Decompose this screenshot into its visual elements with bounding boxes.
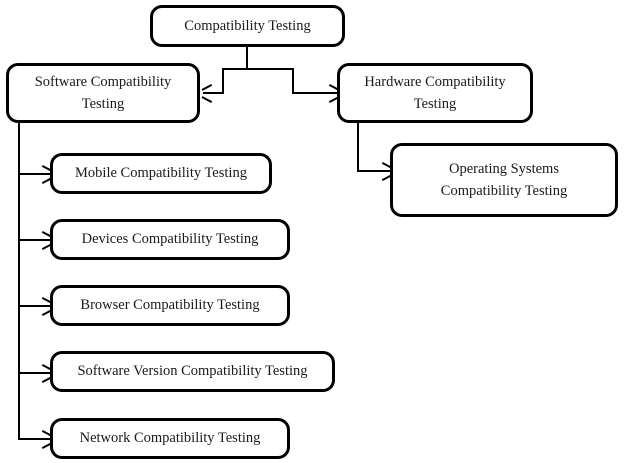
- connector-software-to-devices: [18, 239, 50, 241]
- node-hardware-compatibility-testing[interactable]: Hardware Compatibility Testing: [337, 63, 533, 123]
- connector-root-right-drop: [292, 68, 294, 94]
- node-software-compatibility-testing-label: Software Compatibility Testing: [34, 73, 172, 112]
- node-network-compatibility-testing-label: Network Compatibility Testing: [79, 430, 261, 447]
- node-software-compatibility-testing[interactable]: Software Compatibility Testing: [6, 63, 200, 123]
- node-browser-compatibility-testing[interactable]: Browser Compatibility Testing: [50, 285, 290, 326]
- node-network-compatibility-testing[interactable]: Network Compatibility Testing: [50, 418, 290, 459]
- node-mobile-compatibility-testing-label: Mobile Compatibility Testing: [75, 165, 247, 182]
- node-operating-systems-compatibility-testing-label: Operating Systems Compatibility Testing: [440, 160, 568, 199]
- node-software-version-compatibility-testing-label: Software Version Compatibility Testing: [77, 363, 308, 380]
- connector-root-left-drop: [222, 68, 224, 94]
- node-mobile-compatibility-testing[interactable]: Mobile Compatibility Testing: [50, 153, 272, 194]
- node-software-version-compatibility-testing[interactable]: Software Version Compatibility Testing: [50, 351, 335, 392]
- connector-software-spine: [18, 122, 20, 440]
- connector-root-crossbar: [222, 68, 294, 70]
- connector-software-to-network: [18, 438, 50, 440]
- node-compatibility-testing[interactable]: Compatibility Testing: [150, 5, 345, 47]
- node-compatibility-testing-label: Compatibility Testing: [184, 17, 311, 34]
- connector-software-to-software-version: [18, 372, 50, 374]
- connector-hardware-to-os: [357, 170, 390, 172]
- connector-software-to-browser: [18, 305, 50, 307]
- connector-root-stem: [246, 45, 248, 69]
- connector-software-to-mobile: [18, 173, 50, 175]
- connector-hardware-stem: [357, 122, 359, 172]
- node-operating-systems-compatibility-testing[interactable]: Operating Systems Compatibility Testing: [390, 143, 618, 217]
- node-devices-compatibility-testing[interactable]: Devices Compatibility Testing: [50, 219, 290, 260]
- node-browser-compatibility-testing-label: Browser Compatibility Testing: [80, 297, 260, 314]
- node-hardware-compatibility-testing-label: Hardware Compatibility Testing: [364, 73, 506, 112]
- connector-root-to-hardware: [292, 92, 337, 94]
- node-devices-compatibility-testing-label: Devices Compatibility Testing: [81, 231, 259, 248]
- connector-root-to-software: [203, 92, 224, 94]
